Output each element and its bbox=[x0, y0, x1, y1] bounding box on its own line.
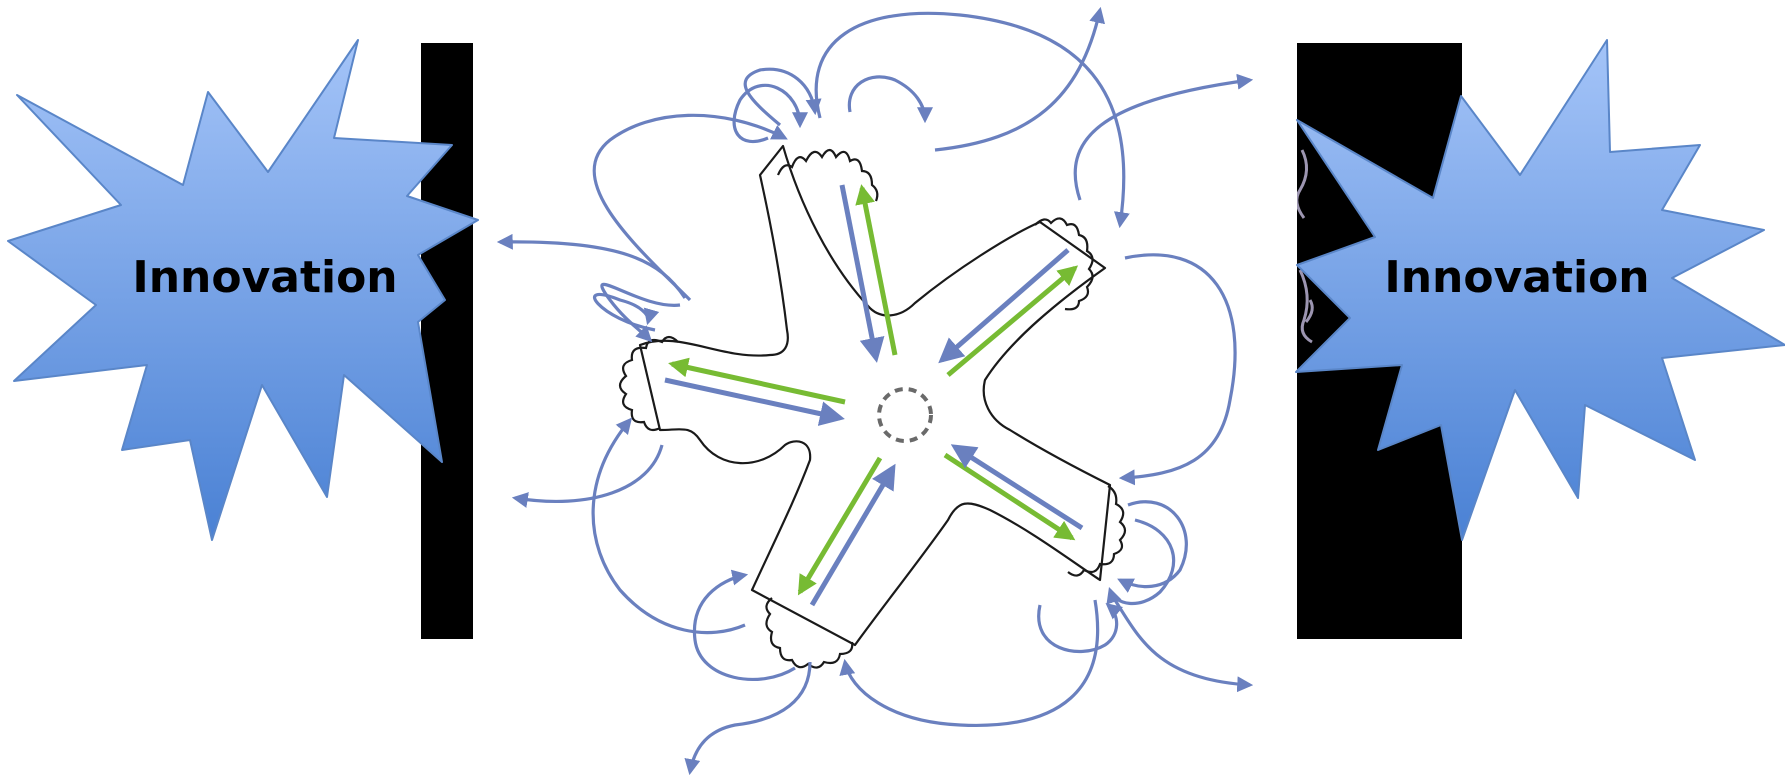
left-black-panel bbox=[421, 43, 473, 639]
signaling-diagram bbox=[473, 0, 1297, 779]
right-star-label: Innovation bbox=[1384, 252, 1649, 303]
left-innovation-starburst: Innovation bbox=[8, 40, 478, 540]
diagram-background bbox=[473, 0, 1297, 779]
left-star-label: Innovation bbox=[132, 252, 397, 303]
